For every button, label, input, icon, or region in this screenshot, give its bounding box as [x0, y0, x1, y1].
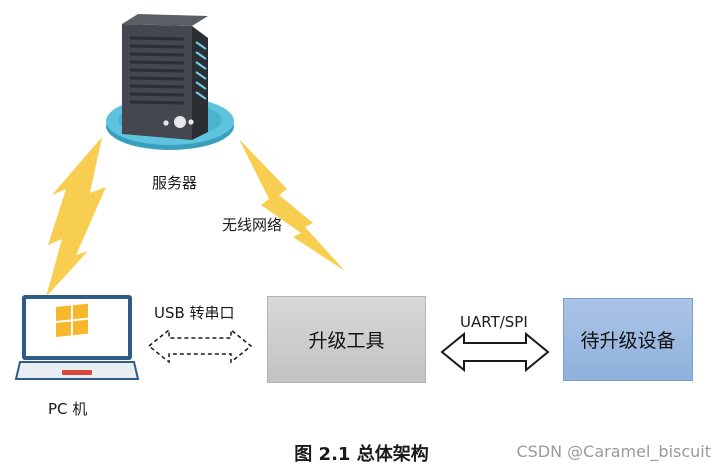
server-icon — [106, 14, 234, 150]
usb-double-arrow — [147, 328, 253, 364]
watermark: CSDN @Caramel_biscuit — [516, 442, 711, 461]
wireless-network-label: 无线网络 — [222, 216, 283, 234]
lightning-left-icon — [46, 137, 106, 297]
uart-spi-label: UART/SPI — [460, 313, 528, 331]
lightning-right-icon — [239, 139, 345, 271]
uart-double-arrow — [440, 331, 550, 373]
server-label: 服务器 — [152, 174, 198, 192]
upgrade-tool-box: 升级工具 — [267, 296, 426, 383]
upgrade-tool-label: 升级工具 — [308, 330, 385, 352]
target-device-label: 待升级设备 — [580, 330, 676, 352]
pc-label: PC 机 — [48, 400, 88, 418]
figure-caption: 图 2.1 总体架构 — [294, 444, 429, 465]
laptop-icon — [14, 295, 140, 380]
target-device-box: 待升级设备 — [563, 298, 693, 381]
usb-serial-label: USB 转串口 — [154, 304, 235, 322]
